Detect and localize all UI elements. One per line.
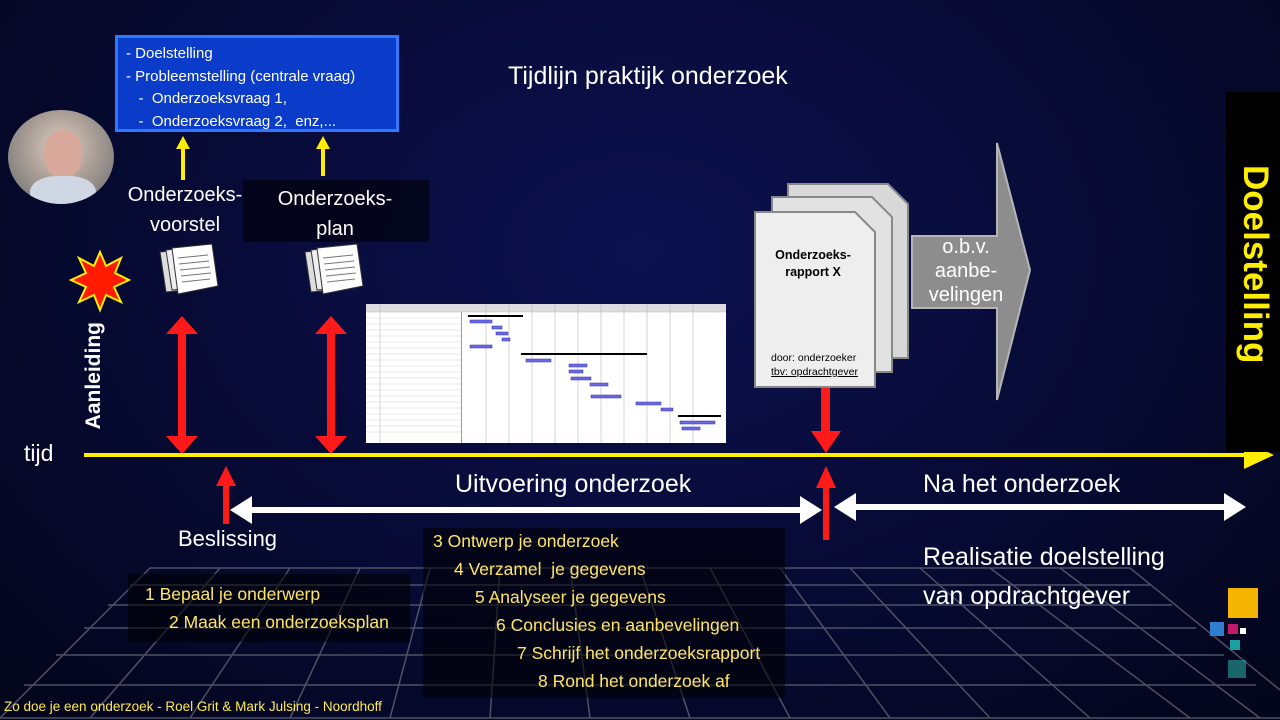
goals-line: - Onderzoeksvraag 1, — [126, 90, 287, 107]
steps-left-panel — [128, 574, 410, 642]
publisher-logo-icon — [1210, 588, 1258, 678]
cause-vertical-label: Aanleiding — [82, 322, 105, 430]
steps-right-panel — [423, 528, 785, 698]
presenter-avatar — [8, 110, 114, 204]
goal-vertical-label: Doelstelling — [1236, 165, 1275, 364]
goals-box: - Doelstelling - Probleemstelling (centr… — [115, 35, 399, 132]
step-item: 3 Ontwerp je onderzoek — [433, 531, 619, 551]
timeline-line — [84, 453, 1244, 457]
realisation-line: Realisatie doelstelling — [923, 543, 1165, 571]
step-item: 6 Conclusies en aanbevelingen — [496, 615, 740, 635]
report-author: door: onderzoeker — [771, 352, 857, 364]
report-title: Onderzoeks- rapport X — [758, 247, 868, 281]
after-span-arrow — [834, 493, 1246, 521]
recommendations-label: o.b.v. aanbe- velingen — [922, 235, 1010, 307]
up-arrow-icon — [176, 136, 190, 180]
gantt-task-list — [366, 304, 462, 443]
plan-label: Onderzoeks- plan — [270, 184, 400, 244]
goal-panel — [1226, 92, 1280, 452]
step-item: 2 Maak een onderzoeksplan — [169, 612, 389, 632]
recommendations-label-line: velingen — [928, 284, 1004, 306]
recommendations-label-line: aanbe- — [934, 260, 998, 282]
step-item: 8 Rond het onderzoek af — [538, 671, 730, 691]
realisation-line: van opdrachtgever — [923, 582, 1131, 610]
recommendations-label-line: o.b.v. — [942, 236, 990, 258]
starburst-icon — [68, 249, 132, 313]
report-title-line: Onderzoeks- — [775, 248, 851, 262]
proposal-label-line: voorstel — [149, 214, 221, 236]
double-arrow-icon — [315, 316, 347, 454]
goals-line: - Probleemstelling (centrale vraag) — [126, 67, 356, 85]
document-stack-icon — [159, 243, 219, 295]
decision-label: Beslissing — [178, 526, 278, 551]
plan-label-line: plan — [316, 218, 354, 240]
realisation-label: Realisatie doelstelling van opdrachtgeve… — [923, 538, 1165, 616]
proposal-label-line: Onderzoeks- — [127, 184, 243, 206]
up-arrow-icon — [216, 466, 236, 524]
proposal-label: Onderzoeks- voorstel — [120, 180, 250, 240]
step-item: 4 Verzamel je gegevens — [454, 559, 646, 579]
report-meta: door: onderzoeker tbv: opdrachtgever — [771, 351, 858, 379]
step-item: 5 Analyseer je gegevens — [475, 587, 666, 607]
report-document-icon — [754, 183, 909, 388]
down-arrow-icon — [811, 385, 841, 453]
up-arrow-icon — [316, 136, 330, 176]
page-title: Tijdlijn praktijk onderzoek — [508, 62, 788, 90]
execution-label: Uitvoering onderzoek — [455, 470, 692, 498]
execution-span-arrow — [230, 496, 822, 524]
double-arrow-icon — [166, 316, 198, 454]
footer-credit: Zo doe je een onderzoek - Roel Grit & Ma… — [4, 699, 382, 714]
after-label: Na het onderzoek — [923, 470, 1121, 498]
time-label: tijd — [24, 440, 54, 466]
plan-label-box — [243, 180, 429, 242]
goals-line: - Doelstelling — [126, 45, 213, 62]
step-item: 1 Bepaal je onderwerp — [145, 584, 321, 604]
plan-label-line: Onderzoeks- — [277, 188, 393, 210]
goals-line: - Onderzoeksvraag 2, enz,... — [126, 112, 337, 130]
report-title-line: rapport X — [785, 265, 841, 279]
document-stack-icon — [304, 243, 364, 295]
step-item: 7 Schrijf het onderzoeksrapport — [517, 643, 761, 663]
recommendations-arrow-icon — [911, 142, 1032, 401]
up-arrow-icon — [816, 466, 836, 540]
gantt-chart-image — [366, 304, 726, 443]
gantt-bars — [366, 304, 726, 443]
report-client: tbv: opdrachtgever — [771, 366, 858, 378]
